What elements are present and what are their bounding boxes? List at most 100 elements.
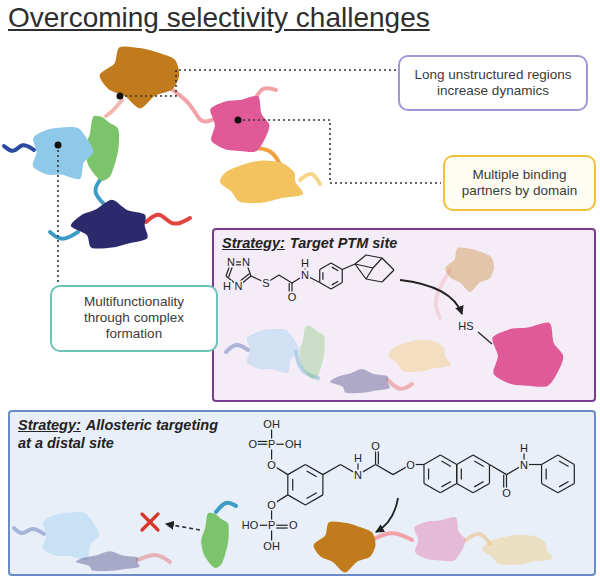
- atom-label: H: [300, 258, 310, 269]
- chemical-bond: [331, 263, 342, 270]
- reaction-arrow: [400, 280, 462, 314]
- chemical-bond: [355, 255, 366, 264]
- chemical-bond: [332, 281, 338, 285]
- disordered-linker: [300, 174, 320, 184]
- callout-box: Multifunctionality through complex forma…: [50, 285, 218, 352]
- chemical-bond: [542, 483, 558, 492]
- atom-label: N: [226, 257, 236, 268]
- protein-domain: [492, 322, 563, 386]
- protein-domain: [76, 551, 140, 571]
- leader-dot: [235, 117, 242, 124]
- disordered-linker: [4, 145, 34, 151]
- disordered-linker: [106, 100, 122, 116]
- atom-label: O: [287, 292, 298, 303]
- disordered-linker: [95, 180, 106, 206]
- chemical-bond: [288, 495, 306, 505]
- chemical-bond: [292, 479, 293, 491]
- chemical-bond: [542, 455, 558, 464]
- strategy-heading: Strategy: Target PTM site: [214, 230, 594, 256]
- heading-text: Strategy:: [222, 235, 285, 251]
- chemical-bond: [323, 465, 341, 475]
- chemical-bond: [305, 495, 323, 505]
- chemical-bond: [376, 465, 394, 475]
- protein-domain: [482, 535, 553, 565]
- chemical-bond: [478, 332, 492, 344]
- atom-label: HO: [241, 520, 260, 531]
- disordered-linker: [226, 345, 248, 352]
- protein-domain: [210, 96, 269, 152]
- disordered-linker: [14, 528, 44, 534]
- chemical-bond: [366, 279, 382, 282]
- chemical-bond: [440, 483, 456, 492]
- atom-label: OH: [262, 540, 281, 551]
- protein-domain: [299, 326, 325, 379]
- leader-dot: [117, 93, 124, 100]
- blocked-arrow: [166, 524, 200, 530]
- chemical-bond: [322, 475, 323, 495]
- chemical-bond: [305, 465, 323, 475]
- chemical-bond: [440, 455, 456, 464]
- chemical-bond: [457, 455, 473, 464]
- atom-label: H: [353, 452, 363, 463]
- atom-label: N: [300, 270, 310, 281]
- disordered-linker: [216, 503, 236, 512]
- chemical-bond: [474, 461, 483, 466]
- protein-domain: [247, 329, 300, 373]
- chemical-bond: [319, 270, 320, 283]
- block-cross: [142, 514, 158, 530]
- chemical-bond: [320, 263, 331, 270]
- chemical-bond: [489, 465, 490, 484]
- atom-label: P: [267, 520, 276, 531]
- chemical-bond: [442, 481, 451, 486]
- chemical-bond: [424, 455, 440, 464]
- protein-domain: [445, 248, 494, 292]
- protein-domain: [414, 517, 465, 561]
- atom-label: H: [519, 443, 529, 454]
- callout-box: Long unstructured regions increase dynam…: [398, 55, 588, 111]
- protein-domain: [100, 46, 180, 108]
- protein-domain: [330, 369, 390, 393]
- chemical-bond: [382, 270, 394, 282]
- strategy-illustration: [212, 228, 596, 402]
- chemical-bond: [288, 465, 306, 475]
- heading-text: Target PTM site: [290, 235, 397, 251]
- disordered-linker: [50, 232, 78, 239]
- chemical-bond: [457, 483, 473, 492]
- atom-label: N: [519, 459, 529, 470]
- chemical-bond: [423, 465, 424, 484]
- protein-domain: [33, 127, 94, 179]
- chemical-bond: [546, 469, 547, 480]
- atom-label: O: [266, 459, 277, 470]
- chemical-bond: [559, 481, 568, 486]
- chemical-bond: [461, 469, 462, 480]
- atom-label: O: [247, 439, 258, 450]
- chemical-bond: [456, 465, 457, 484]
- figure-title: Overcoming selectivity challenges: [8, 2, 430, 34]
- disordered-linker: [436, 270, 450, 318]
- protein-domain: [314, 522, 376, 573]
- chemical-bond: [307, 493, 317, 499]
- chemical-bond: [332, 267, 338, 271]
- chemical-bond: [342, 270, 343, 283]
- chemical-bond: [342, 264, 355, 270]
- callout-box: Multiple binding partners by domain: [443, 155, 596, 211]
- binding-arrow: [376, 498, 398, 532]
- atom-label: HS: [457, 321, 474, 332]
- chemical-bond: [473, 483, 489, 492]
- disordered-linker: [138, 555, 170, 562]
- leader-dot: [55, 142, 62, 149]
- strategy-heading: Strategy:Allosteric targeting at a dista…: [10, 412, 238, 456]
- strategy-box: Strategy:Target PTM siteNNNHSONHHS: [212, 228, 596, 402]
- chemical-bond: [287, 475, 288, 495]
- disordered-linker: [146, 215, 190, 224]
- chemical-bond: [307, 471, 317, 477]
- atom-label: OH: [284, 439, 303, 450]
- chemical-bond: [558, 483, 574, 492]
- protein-domain: [388, 340, 450, 372]
- atom-label: S: [261, 278, 270, 289]
- leader-line: [120, 70, 396, 96]
- heading-text: Strategy:: [18, 417, 81, 433]
- chemical-bond: [424, 483, 440, 492]
- atom-label: P: [267, 439, 276, 450]
- chemical-bond: [474, 481, 483, 486]
